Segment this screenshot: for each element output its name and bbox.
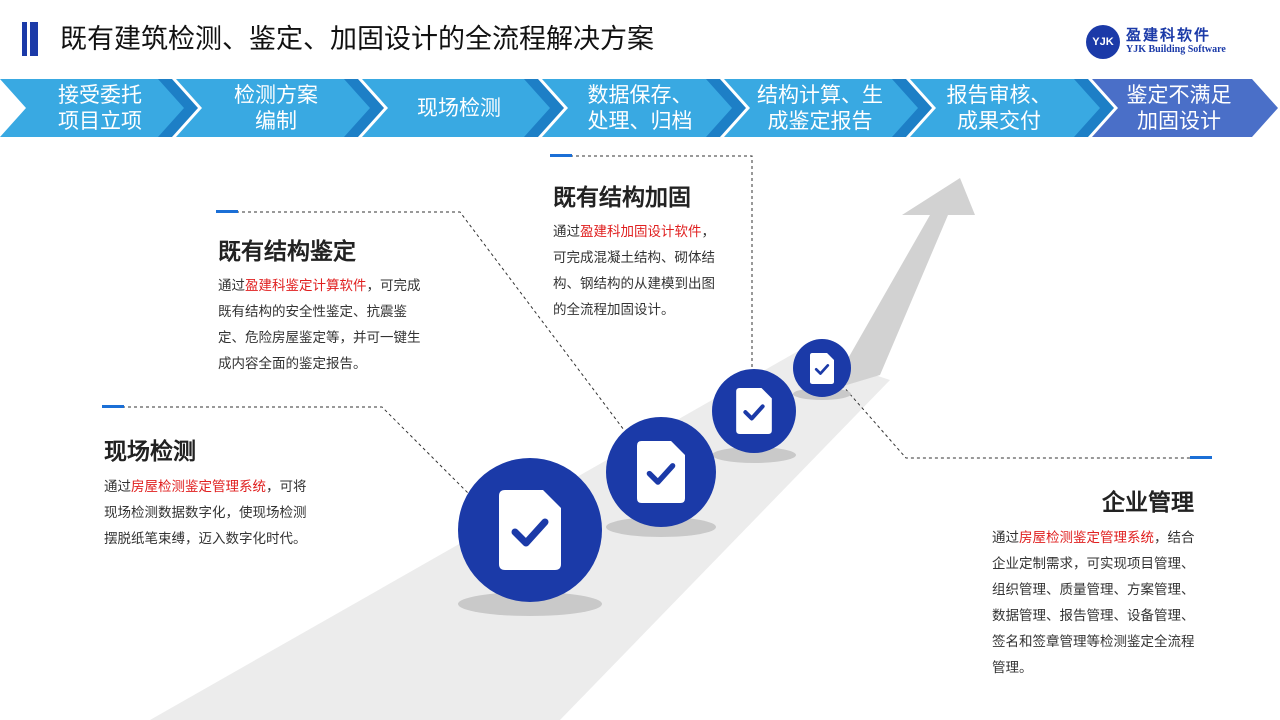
company-logo: YJK 盈建科软件 YJK Building Software xyxy=(1086,22,1256,62)
step-5-line1: 结构计算、生 xyxy=(757,83,883,107)
reinforce-text-pre: 通过 xyxy=(553,224,580,240)
step-1: 接受委托项目立项 xyxy=(20,79,180,137)
step-7-line2: 加固设计 xyxy=(1137,109,1221,133)
accent-field xyxy=(102,405,124,408)
appraisal-text: 通过盈建科鉴定计算软件，可完成既有结构的安全性鉴定、抗震鉴定、危险房屋鉴定等，并… xyxy=(218,273,430,377)
enterprise-text-highlight: 房屋检测鉴定管理系统 xyxy=(1019,530,1154,546)
appraisal-text-pre: 通过 xyxy=(218,278,245,294)
circle-shadow-2 xyxy=(606,517,716,537)
step-2-line2: 编制 xyxy=(255,109,297,133)
field-inspection-text: 通过房屋检测鉴定管理系统，可将现场检测数据数字化，使现场检测摆脱纸笔束缚，迈入数… xyxy=(104,474,316,552)
step-6: 报告审核、成果交付 xyxy=(916,79,1082,137)
accent-enterprise xyxy=(1190,456,1212,459)
steps-chevrons xyxy=(0,79,1278,137)
chevron-sep-3 xyxy=(524,79,564,137)
step-5-line2: 成鉴定报告 xyxy=(767,109,873,133)
growth-arrow xyxy=(830,178,975,390)
step-shape-1 xyxy=(0,79,196,137)
step-shape-3 xyxy=(362,79,562,137)
step-7-line1: 鉴定不满足 xyxy=(1126,83,1232,107)
field-inspection-title: 现场检测 xyxy=(104,439,196,465)
page-title: 既有建筑检测、鉴定、加固设计的全流程解决方案 xyxy=(60,24,654,55)
reinforcement-title: 既有结构加固 xyxy=(553,185,691,211)
connector-enterprise xyxy=(841,384,1210,459)
step-shape-2 xyxy=(176,79,382,137)
chevron-sep-5 xyxy=(892,79,932,137)
field-text-highlight: 房屋检测鉴定管理系统 xyxy=(131,479,266,495)
chevron-sep-6 xyxy=(1074,79,1114,137)
accent-reinforce xyxy=(550,154,572,157)
chevron-sep-2 xyxy=(344,79,384,137)
chevron-sep-4 xyxy=(706,79,746,137)
step-2: 检测方案编制 xyxy=(196,79,356,137)
step-4-line2: 处理、归档 xyxy=(587,109,693,133)
step-1-line1: 接受委托 xyxy=(58,83,142,107)
accent-appraisal xyxy=(216,210,238,213)
connector-reinforce xyxy=(552,155,753,370)
reinforce-text-post: ，可完成混凝土结构、砌体结构、钢结构的从建模到出图的全流程加固设计。 xyxy=(553,224,715,318)
appraisal-text-post: ，可完成既有结构的安全性鉴定、抗震鉴定、危险房屋鉴定等，并可一键生成内容全面的鉴… xyxy=(218,278,421,372)
step-6-line1: 报告审核、 xyxy=(946,83,1052,107)
connector-field xyxy=(104,406,471,496)
step-shape-4 xyxy=(542,79,744,137)
document-check-icon xyxy=(606,417,716,527)
enterprise-text-pre: 通过 xyxy=(992,530,1019,546)
document-check-icon xyxy=(712,369,796,453)
step-3-line1: 现场检测 xyxy=(417,96,501,120)
reinforcement-text: 通过盈建科加固设计软件，可完成混凝土结构、砌体结构、钢结构的从建模到出图的全流程… xyxy=(553,219,723,323)
logo-chinese-name: 盈建科软件 xyxy=(1126,26,1212,44)
enterprise-management-text: 通过房屋检测鉴定管理系统，结合企业定制需求，可实现项目管理、组织管理、质量管理、… xyxy=(992,525,1204,681)
step-1-line2: 项目立项 xyxy=(58,109,142,133)
step-6-line2: 成果交付 xyxy=(957,109,1041,133)
appraisal-text-highlight: 盈建科鉴定计算软件 xyxy=(245,278,367,294)
step-7: 鉴定不满足加固设计 xyxy=(1106,79,1252,137)
step-3: 现场检测 xyxy=(382,79,536,137)
step-4-line1: 数据保存、 xyxy=(587,83,693,107)
logo-english-name: YJK Building Software xyxy=(1126,44,1226,55)
step-2-line1: 检测方案 xyxy=(234,83,318,107)
logo-mark: YJK xyxy=(1086,25,1120,59)
enterprise-management-title: 企业管理 xyxy=(1102,490,1194,516)
process-steps xyxy=(0,79,1280,137)
document-check-icon xyxy=(793,339,851,397)
document-check-icon xyxy=(458,458,602,602)
step-shape-6 xyxy=(910,79,1112,137)
step-shape-5 xyxy=(724,79,930,137)
field-text-pre: 通过 xyxy=(104,479,131,495)
reinforce-text-highlight: 盈建科加固设计软件 xyxy=(580,224,702,240)
step-5: 结构计算、生成鉴定报告 xyxy=(740,79,900,137)
chevron-sep-1 xyxy=(158,79,198,137)
enterprise-text-post: ，结合企业定制需求，可实现项目管理、组织管理、质量管理、方案管理、数据管理、报告… xyxy=(992,530,1195,676)
step-4: 数据保存、处理、归档 xyxy=(560,79,720,137)
connector-appraisal xyxy=(218,211,625,431)
title-accent-bar xyxy=(22,22,38,56)
field-text-post: ，可将现场检测数据数字化，使现场检测摆脱纸笔束缚，迈入数字化时代。 xyxy=(104,479,307,547)
circle-shadow-3 xyxy=(712,447,796,463)
step-shape-7 xyxy=(1092,79,1278,137)
appraisal-title: 既有结构鉴定 xyxy=(218,239,356,265)
